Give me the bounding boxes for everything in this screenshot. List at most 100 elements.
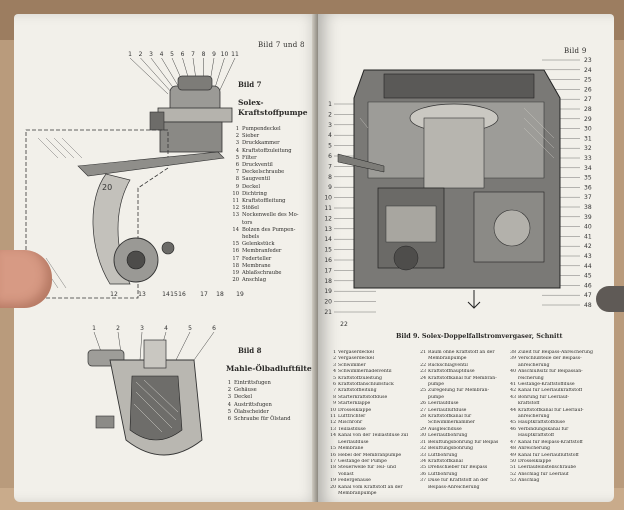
legend-number: 8 [333, 394, 336, 400]
legend-text: Steuerwelle für Teil- und [338, 465, 396, 471]
legend-number: 17 [232, 255, 239, 262]
legend-text: Starterklappe [338, 401, 371, 407]
figure9-callout: 23 [584, 57, 592, 64]
legend-number: 8 [235, 176, 239, 183]
legend-text: Gestänge der Pumpe [338, 458, 387, 464]
figure7-callout: 6 [181, 51, 185, 58]
legend-text: Gestänge-Kraftstoffdüse [518, 382, 575, 388]
legend-text: Kraftstoffkanal für Leerlauf- [518, 407, 584, 413]
svg-text:20: 20 [102, 183, 112, 192]
figure9-callout: 5 [328, 143, 332, 150]
legend-text: Vollast [338, 471, 354, 477]
legend-text: Leerlaufdüse [338, 439, 369, 445]
figure9-callout: 1 [328, 101, 332, 108]
legend-number: 6 [227, 416, 231, 423]
legend-number: 6 [333, 382, 336, 388]
figure9-callout: 32 [584, 145, 592, 152]
figure9-callout: 30 [584, 126, 592, 133]
legend-text: Deckel [234, 394, 253, 401]
legend-text: Kraftstoffleitung [338, 388, 377, 394]
legend-text: Anschlag [518, 478, 540, 484]
legend-text: Hauptkraftstoffdüse [518, 420, 565, 426]
legend-number: 5 [227, 408, 231, 415]
legend-text: hebels [242, 234, 260, 241]
legend-number: 30 [420, 433, 426, 439]
legend-text: Kraftstoffkanal [428, 458, 463, 464]
legend-text: Deckel [242, 183, 261, 190]
legend-text: Anschlag für Leerlauf [518, 471, 569, 477]
legend-number: 9 [235, 183, 239, 190]
legend-text: Kanal für Leerlaufluftstoff [518, 452, 579, 458]
legend-text: Leerlaufeinstellschraube [518, 465, 576, 471]
legend-text: Starterkraftstoffdüse [338, 394, 388, 400]
legend-text: Schraube für Ölstand [234, 416, 291, 423]
legend-number: 50 [510, 458, 516, 464]
legend-number: 11 [330, 414, 336, 420]
legend-number: 7 [333, 388, 336, 394]
figure7-callout: 5 [170, 51, 174, 58]
legend-number: 15 [330, 446, 336, 452]
figure9-callout: 22 [340, 321, 348, 328]
legend-number: 44 [510, 407, 516, 413]
legend-text: anreicherung [518, 414, 550, 420]
legend-number: 38 [510, 350, 516, 355]
figure9-callout: 3 [328, 122, 332, 129]
figure7-callout: 3 [149, 51, 153, 58]
legend-number: 51 [510, 465, 516, 471]
legend-text: Leerlaufbohrung [428, 433, 468, 439]
legend-number: 1 [235, 126, 239, 132]
legend-text: Schwimmerkammer [428, 420, 475, 426]
legend-text: Vergaserdeckel [338, 356, 374, 362]
legend-text: Druckkammer [242, 140, 280, 147]
figure9-legend-item: Beipass-Anreicherung [418, 485, 498, 491]
legend-text: Membranfeder [242, 248, 282, 255]
legend-text: Anreicherung [518, 446, 550, 452]
figure7-title: Solex- Kraftstoffpumpe [238, 98, 308, 118]
figure7-leader-line [140, 57, 174, 95]
legend-text: Anschlag [242, 277, 267, 284]
legend-text: Leerlaufluftdüse [428, 407, 467, 413]
figure7-legend-item: hebels [230, 234, 299, 241]
legend-text: Hauptkraftstoff [518, 433, 554, 439]
legend-number: 49 [510, 452, 516, 458]
legend-text: Bohrung für Leerlauf- [518, 394, 569, 400]
legend-number: 26 [420, 401, 426, 407]
legend-text: Federteller [242, 255, 272, 262]
figure9-callout: 9 [328, 184, 332, 191]
figure7-title-line2: Kraftstoffpumpe [238, 108, 308, 117]
legend-number: 21 [420, 350, 426, 355]
legend-text: Rückschlagventil [428, 362, 468, 368]
figure7-callout: 8 [202, 51, 206, 58]
figure7-callout: 13 [138, 291, 146, 298]
figure9-callout: 48 [584, 302, 592, 309]
